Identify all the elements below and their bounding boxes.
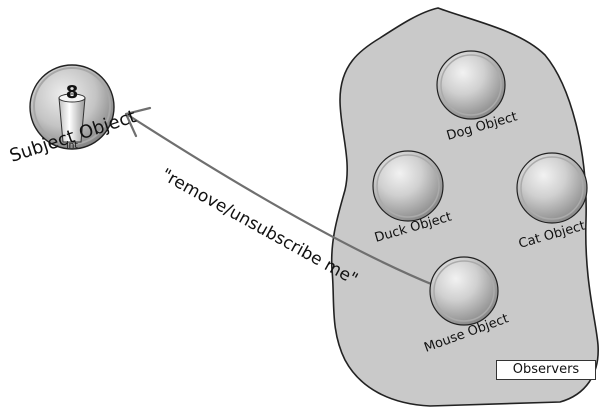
observers-region — [330, 7, 599, 407]
cup-icon — [58, 93, 86, 143]
dog-object — [436, 50, 506, 120]
subject-object: 8 int — [29, 64, 115, 151]
mouse-object — [429, 256, 499, 326]
unsubscribe-arrow — [126, 113, 438, 288]
observers-label-box: Observers — [496, 360, 596, 380]
observers-label: Observers — [512, 362, 580, 377]
arrow-head-icon — [124, 106, 152, 138]
duck-object — [372, 150, 444, 222]
cat-object — [516, 152, 588, 224]
subject-value: 8 — [66, 82, 79, 103]
message-label: "remove/unsubscribe me" — [158, 165, 361, 290]
subject-type-label: int — [66, 141, 78, 151]
